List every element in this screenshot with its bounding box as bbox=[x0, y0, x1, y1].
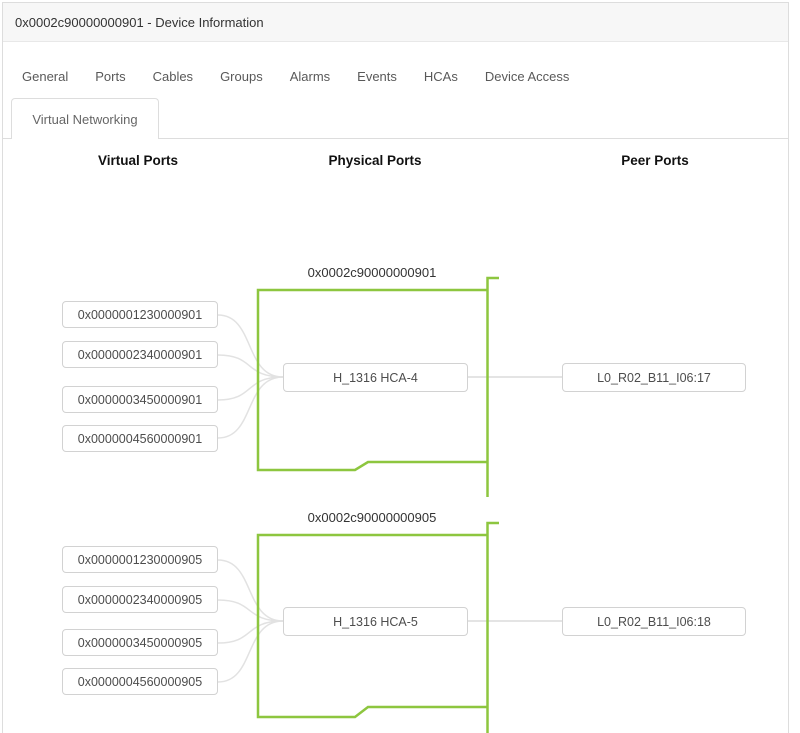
hca-node[interactable]: H_1316 HCA-5 bbox=[283, 607, 468, 636]
column-header-virtual-ports: Virtual Ports bbox=[97, 153, 179, 168]
virtual-port-node[interactable]: 0x0000004560000905 bbox=[62, 668, 218, 695]
virtual-port-connectors-group2 bbox=[217, 559, 284, 683]
physical-device-outline-group2 bbox=[256, 521, 499, 733]
tab-hcas[interactable]: HCAs bbox=[423, 68, 458, 84]
tab-events[interactable]: Events bbox=[357, 68, 397, 84]
dialog-title: 0x0002c90000000901 - Device Information bbox=[15, 15, 264, 30]
peer-port-node[interactable]: L0_R02_B11_I06:17 bbox=[562, 363, 746, 392]
tab-virtual-networking[interactable]: Virtual Networking bbox=[11, 98, 159, 139]
active-tab-mask bbox=[12, 138, 158, 140]
tab-cables[interactable]: Cables bbox=[152, 68, 194, 84]
tab-ports[interactable]: Ports bbox=[95, 68, 126, 84]
column-header-physical-ports: Physical Ports bbox=[328, 153, 422, 168]
physical-port-guid-label: 0x0002c90000000901 bbox=[307, 265, 437, 280]
tab-groups[interactable]: Groups bbox=[220, 68, 263, 84]
virtual-port-node[interactable]: 0x0000001230000901 bbox=[62, 301, 218, 328]
tab-virtual-networking-label: Virtual Networking bbox=[32, 111, 138, 127]
main-tab-bar: General Ports Cables Groups Alarms Event… bbox=[3, 59, 788, 93]
tab-alarms[interactable]: Alarms bbox=[289, 68, 331, 84]
virtual-port-node[interactable]: 0x0000002340000905 bbox=[62, 586, 218, 613]
dialog-titlebar: 0x0002c90000000901 - Device Information bbox=[3, 3, 788, 42]
hca-node[interactable]: H_1316 HCA-4 bbox=[283, 363, 468, 392]
tab-general[interactable]: General bbox=[22, 68, 69, 84]
tab-content-border bbox=[3, 138, 788, 139]
physical-port-guid-label: 0x0002c90000000905 bbox=[307, 510, 437, 525]
peer-port-node[interactable]: L0_R02_B11_I06:18 bbox=[562, 607, 746, 636]
tab-device-access[interactable]: Device Access bbox=[484, 68, 570, 84]
physical-device-outline-group1 bbox=[256, 276, 499, 497]
virtual-port-node[interactable]: 0x0000003450000901 bbox=[62, 386, 218, 413]
virtual-port-connectors-group1 bbox=[217, 314, 284, 439]
column-header-peer-ports: Peer Ports bbox=[621, 153, 689, 168]
virtual-port-node[interactable]: 0x0000001230000905 bbox=[62, 546, 218, 573]
virtual-port-node[interactable]: 0x0000003450000905 bbox=[62, 629, 218, 656]
virtual-port-node[interactable]: 0x0000004560000901 bbox=[62, 425, 218, 452]
virtual-port-node[interactable]: 0x0000002340000901 bbox=[62, 341, 218, 368]
